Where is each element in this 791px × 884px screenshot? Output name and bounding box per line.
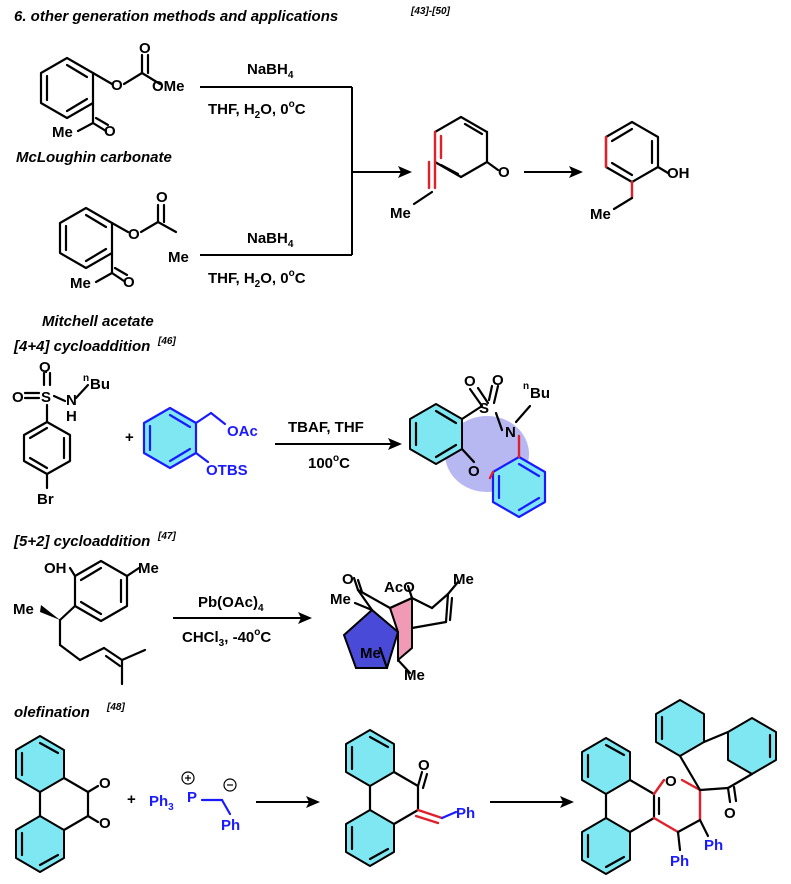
- phenanthrenequinone-structure: [15, 735, 100, 873]
- mcloughin-carbonate-structure: [39, 53, 162, 133]
- spiro-Ph-right: Ph: [704, 837, 723, 854]
- ylide-Ph3: Ph3: [149, 793, 174, 813]
- product44-N: N: [505, 424, 516, 441]
- product44-Bu: Bu: [530, 385, 550, 402]
- cage-AcO: AcO: [384, 579, 415, 596]
- sulfonamide-O-left: O: [12, 389, 24, 406]
- phenol-Me-ring: Me: [138, 560, 159, 577]
- tricyclic-cage-structure: [342, 576, 460, 675]
- section1-ref: [43]-[50]: [410, 6, 451, 17]
- acetate-Me: Me: [168, 249, 189, 266]
- acetate-ester-O: O: [128, 226, 140, 243]
- sulfonamide-S: S: [41, 389, 51, 406]
- carbonate-ketone-O: O: [104, 123, 116, 140]
- carbonate-name: McLoughin carbonate: [16, 149, 172, 166]
- product44-O-right: O: [492, 372, 504, 389]
- ylide-Ph: Ph: [221, 817, 240, 834]
- cage-Me-left: Me: [330, 591, 351, 608]
- phenol-alkene-structure: [40, 559, 147, 686]
- product44-S: S: [479, 400, 489, 417]
- cage-Me-center: Me: [360, 645, 381, 662]
- acetate-ketone-Me: Me: [70, 275, 91, 292]
- phosphonium-ylide-structure: [181, 771, 237, 816]
- carbonate-OMe: OMe: [152, 78, 185, 95]
- pq-O-bottom: O: [99, 815, 111, 832]
- carbonate-carbonyl-O: O: [139, 40, 151, 57]
- ethylphenol-structure: [604, 120, 670, 211]
- ethylphenol-OH: OH: [667, 165, 690, 182]
- cond1-solvent: THF, H2O, 0oC: [208, 99, 306, 121]
- cage-O-ketone: O: [342, 571, 354, 588]
- section3-heading: [5+2] cycloaddition: [13, 533, 150, 550]
- cond2-reagent: NaBH4: [247, 230, 294, 250]
- mitchell-acetate-structure: [58, 203, 178, 284]
- spiro-O-ketone: O: [724, 805, 736, 822]
- acetate-name: Mitchell acetate: [42, 313, 154, 330]
- sulfonamide-O-top: O: [39, 359, 51, 376]
- cond-52-bottom: CHCl3, -40oC: [182, 627, 271, 649]
- reagent-OAc: OAc: [227, 423, 258, 440]
- ethylphenol-Me: Me: [590, 206, 611, 223]
- plus-2: +: [127, 791, 136, 808]
- sulfonamide-H: H: [66, 408, 77, 425]
- section2-ref: [46]: [157, 336, 176, 347]
- spiro-Ph-left: Ph: [670, 853, 689, 870]
- oqm-Me: Me: [390, 205, 411, 222]
- cond-44-temp: 100oC: [308, 453, 350, 472]
- reagent-OTBS: OTBS: [206, 462, 248, 479]
- acetate-ketone-O: O: [123, 274, 135, 291]
- ylide-P: P: [187, 789, 197, 806]
- carbonate-Me: Me: [52, 124, 73, 141]
- section4-ref: [48]: [106, 702, 125, 713]
- benzylidene-phenanthrenone-structure: [345, 729, 458, 867]
- product44-O-left: O: [464, 373, 476, 390]
- sulfonamide-Br: Br: [37, 491, 54, 508]
- silyl-benzyl-acetate-structure: [142, 406, 227, 470]
- cond1-reagent: NaBH4: [247, 61, 294, 81]
- spiro-dimer-structure: [581, 699, 777, 875]
- cage-Me-top: Me: [453, 571, 474, 588]
- product44-n: n: [523, 381, 529, 392]
- sulfonamide-structure: [22, 370, 90, 490]
- quinone-methide-structure: [412, 115, 500, 206]
- olefin-Ph: Ph: [456, 805, 475, 822]
- sulfonamide-Bu: Bu: [90, 376, 110, 393]
- cond-52-top: Pb(OAc)4: [198, 594, 264, 614]
- plus-1: +: [125, 429, 134, 446]
- cond-44-top: TBAF, THF: [288, 419, 364, 436]
- section1-heading: 6. other generation methods and applicat…: [14, 8, 338, 25]
- spiro-O-ring: O: [665, 773, 677, 790]
- section2-heading: [4+4] cycloaddition: [13, 338, 150, 355]
- cage-Me-right: Me: [404, 667, 425, 684]
- section3-ref: [47]: [157, 531, 176, 542]
- carbonate-ester-O: O: [111, 77, 123, 94]
- acetate-carbonyl-O: O: [156, 189, 168, 206]
- pq-O-top: O: [99, 775, 111, 792]
- phenol-HO: OH: [44, 560, 67, 577]
- sulfonamide-N: N: [66, 392, 77, 409]
- section4-heading: olefination: [14, 704, 90, 721]
- dibenzoxazocine-structure: [409, 384, 547, 519]
- oqm-O: O: [498, 164, 510, 181]
- phenol-Me-chain: Me: [13, 601, 34, 618]
- olefin-O: O: [418, 757, 430, 774]
- product44-O-bridge: O: [468, 463, 480, 480]
- sulfonamide-n: n: [83, 373, 89, 384]
- cond2-solvent: THF, H2O, 0oC: [208, 268, 306, 290]
